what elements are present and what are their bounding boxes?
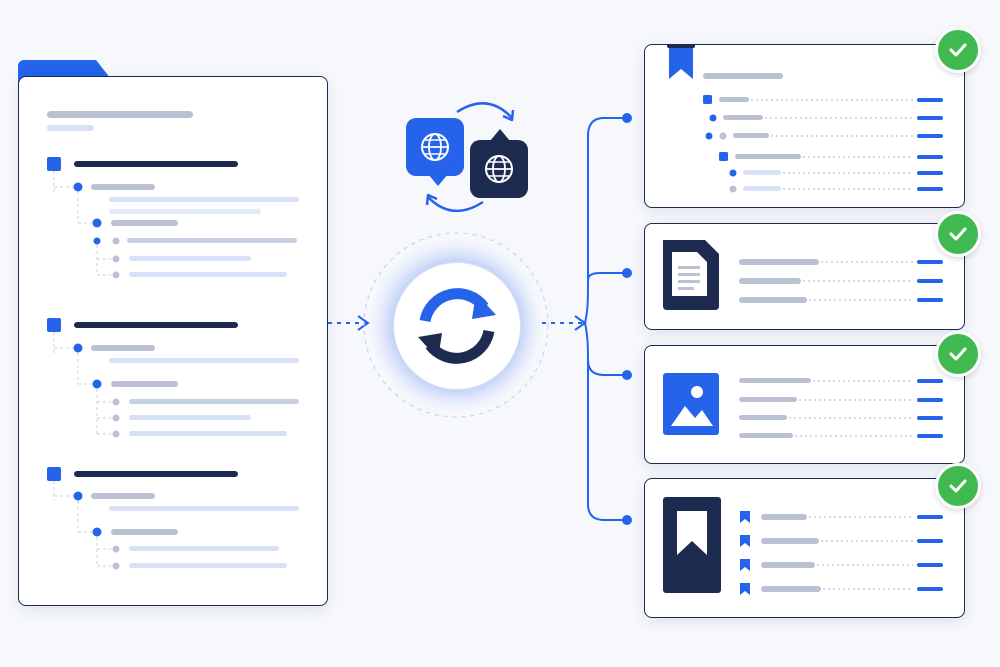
checkmark-icon [949, 43, 967, 57]
bookmarks-content [663, 497, 943, 595]
output-arrowhead [574, 315, 587, 331]
section-title-bar [74, 322, 238, 328]
section-node [47, 318, 61, 332]
outline-node [92, 527, 102, 537]
input-arrowhead [357, 315, 370, 331]
header-sub-bar [47, 125, 94, 131]
branch-line [584, 117, 627, 324]
section-title-bar [74, 471, 238, 477]
bookmark-icon [663, 497, 721, 593]
section-title-bar [74, 161, 238, 167]
image-icon [663, 373, 719, 435]
output-panel-outline [644, 44, 965, 208]
image-content [663, 373, 943, 438]
success-badge [935, 211, 981, 257]
branch-node [622, 113, 632, 123]
branch-line [587, 272, 627, 281]
success-badge [935, 27, 981, 73]
document-icon [663, 240, 719, 310]
output-panel-document [644, 223, 965, 330]
branch-node [622, 370, 632, 380]
branch-node [622, 515, 632, 525]
bubble-tail [428, 174, 448, 186]
outline-node [73, 491, 83, 501]
bubble-tail [490, 129, 510, 141]
source-language-bubble [406, 118, 464, 176]
checkmark-icon [949, 347, 967, 361]
sync-button [393, 262, 521, 390]
success-badge [935, 463, 981, 509]
output-panel-bookmarks [644, 478, 965, 618]
success-badge [935, 331, 981, 377]
target-language-bubble [470, 140, 528, 198]
section-node [47, 467, 61, 481]
checkmark-icon [949, 227, 967, 241]
outline-content [667, 45, 943, 193]
source-outline [47, 111, 299, 570]
branch-line [584, 322, 627, 376]
outline-node [92, 379, 102, 389]
outline-node [73, 182, 83, 192]
document-content [663, 240, 943, 310]
checkmark-icon [949, 479, 967, 493]
sync-arrows-icon [418, 288, 496, 364]
output-panel-image [644, 345, 965, 464]
globe-icon [485, 155, 513, 183]
outline-node [73, 343, 83, 353]
header-bar [47, 111, 193, 118]
branch-line [587, 360, 627, 521]
globe-icon [421, 133, 449, 161]
section-node [47, 157, 61, 171]
outline-node [92, 218, 102, 228]
branch-node [622, 268, 632, 278]
source-document-panel [18, 76, 328, 606]
